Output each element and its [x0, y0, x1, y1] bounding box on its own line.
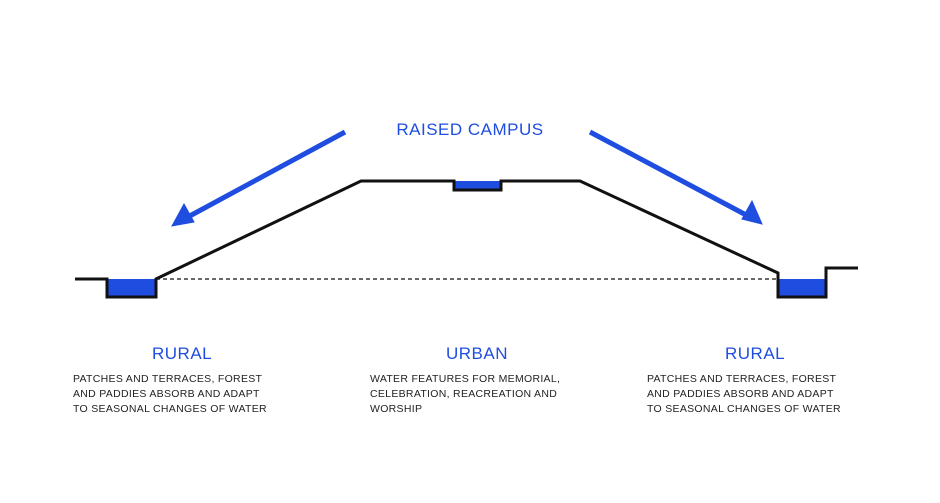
section-description: PATCHES AND TERRACES, FOREST AND PADDIES… [73, 373, 267, 415]
left-pool-water [107, 279, 156, 297]
section-heading: URBAN [446, 344, 509, 363]
raised-campus-title: RAISED CAMPUS [396, 120, 544, 139]
center-pool-water [454, 181, 501, 190]
urban-section: URBAN WATER FEATURES FOR MEMORIAL, CELEB… [370, 344, 600, 417]
rural-left-section: RURAL PATCHES AND TERRACES, FOREST AND P… [73, 344, 303, 417]
section-heading: RURAL [725, 344, 786, 363]
left-arrow [171, 129, 347, 227]
section-heading: RURAL [152, 344, 213, 363]
right-pool-water [778, 279, 826, 297]
section-description: WATER FEATURES FOR MEMORIAL, CELEBRATION… [370, 373, 561, 415]
rural-right-section: RURAL PATCHES AND TERRACES, FOREST AND P… [647, 344, 877, 417]
section-description: PATCHES AND TERRACES, FOREST AND PADDIES… [647, 373, 841, 415]
right-arrow [588, 129, 763, 225]
terrain-profile [75, 179, 858, 299]
